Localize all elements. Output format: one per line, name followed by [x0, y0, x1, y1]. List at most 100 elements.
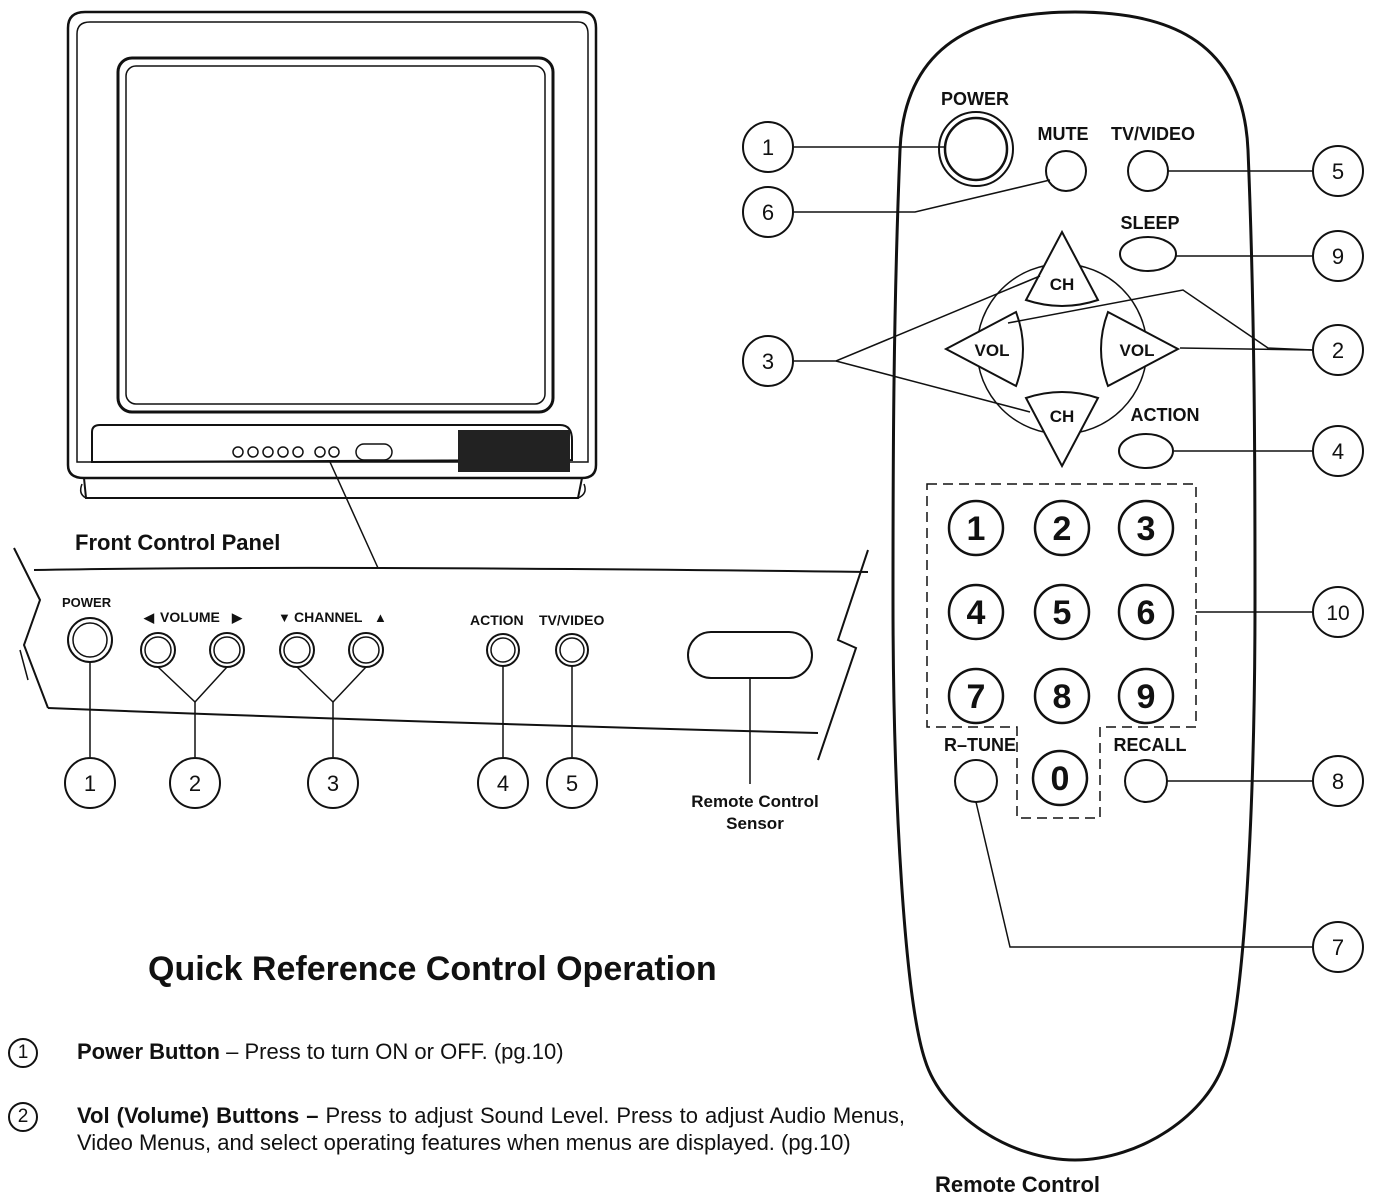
remote-digit-label: 2 — [1053, 510, 1072, 548]
panel-volume-down-button[interactable] — [140, 632, 176, 668]
remote-digit-label: 5 — [1053, 594, 1072, 632]
remote-callout-7: 7 — [1312, 921, 1364, 973]
svg-text:VOL: VOL — [975, 341, 1010, 360]
remote-sensor-caption: Remote Control Sensor — [660, 791, 850, 835]
remote-control-caption: Remote Control — [935, 1172, 1100, 1197]
svg-text:4: 4 — [497, 771, 509, 796]
remote-number-pad: 1 2 3 4 5 6 7 8 9 0 — [947, 499, 1175, 807]
svg-text:CH: CH — [1050, 407, 1075, 426]
svg-text:1: 1 — [84, 771, 96, 796]
remote-callout-9: 9 — [1312, 230, 1364, 282]
remote-digit-3-button[interactable]: 3 — [1117, 499, 1175, 557]
remote-digit-label: 8 — [1053, 678, 1072, 716]
svg-text:5: 5 — [1332, 159, 1344, 184]
remote-digit-label: 6 — [1137, 594, 1156, 632]
page-title: Quick Reference Control Operation — [148, 950, 717, 988]
remote-rtune-button[interactable] — [954, 759, 998, 803]
svg-text:CH: CH — [1050, 275, 1075, 294]
tv-screen — [116, 56, 555, 414]
panel-tvvideo-label: TV/VIDEO — [539, 612, 604, 628]
remote-action-label: ACTION — [1131, 405, 1200, 425]
svg-text:4: 4 — [1332, 439, 1344, 464]
remote-callout-1: 1 — [742, 121, 794, 173]
remote-vol-down-button[interactable]: VOL — [943, 310, 1024, 388]
volume-left-arrow: ◀ — [143, 610, 155, 625]
remote-digit-label: 7 — [967, 678, 986, 716]
remote-callout-8: 8 — [1312, 755, 1364, 807]
panel-volume-up-button[interactable] — [209, 632, 245, 668]
remote-tvvideo-button[interactable] — [1127, 150, 1169, 192]
panel-power-button[interactable] — [67, 617, 113, 663]
remote-rtune-label: R–TUNE — [944, 735, 1016, 755]
volume-right-arrow: ▶ — [231, 610, 243, 625]
tv-speaker-grille — [458, 430, 570, 472]
remote-power-button[interactable] — [938, 111, 1014, 187]
panel-callout-2: 2 — [169, 757, 221, 809]
panel-channel-label: CHANNEL — [294, 609, 363, 625]
remote-digit-label: 9 — [1137, 678, 1156, 716]
svg-text:3: 3 — [327, 771, 339, 796]
panel-tvvideo-button[interactable] — [555, 633, 589, 667]
remote-number-pad-outline — [926, 483, 1197, 819]
panel-channel-down-button[interactable] — [279, 632, 315, 668]
remote-digit-9-button[interactable]: 9 — [1117, 667, 1175, 725]
remote-sleep-button[interactable] — [1119, 236, 1177, 272]
remote-digit-0-button[interactable]: 0 — [1031, 749, 1089, 807]
remote-sensor-caption-line1: Remote Control — [691, 792, 819, 811]
panel-power-label: POWER — [62, 595, 112, 610]
remote-digit-4-button[interactable]: 4 — [947, 583, 1005, 641]
svg-text:9: 9 — [1332, 244, 1344, 269]
svg-text:2: 2 — [1332, 338, 1344, 363]
remote-callout-10: 10 — [1312, 586, 1364, 638]
panel-action-label: ACTION — [470, 612, 524, 628]
remote-ch-up-button[interactable]: CH — [1024, 229, 1100, 307]
remote-callout-4: 4 — [1312, 425, 1364, 477]
remote-digit-label: 0 — [1051, 760, 1070, 798]
svg-text:VOL: VOL — [1120, 341, 1155, 360]
svg-text:1: 1 — [762, 135, 774, 160]
remote-recall-label: RECALL — [1114, 735, 1187, 755]
reference-item-description: – Press to turn ON or OFF. (pg.10) — [220, 1039, 564, 1064]
svg-text:3: 3 — [762, 349, 774, 374]
panel-callout-5: 5 — [546, 757, 598, 809]
reference-item-name: Power Button — [77, 1039, 220, 1064]
svg-text:6: 6 — [762, 200, 774, 225]
panel-volume-label: VOLUME — [160, 609, 220, 625]
remote-callout-6: 6 — [742, 186, 794, 238]
remote-ch-down-button[interactable]: CH — [1024, 391, 1100, 469]
remote-power-label: POWER — [941, 89, 1009, 109]
svg-text:2: 2 — [189, 771, 201, 796]
remote-digit-label: 3 — [1137, 510, 1156, 548]
remote-digit-5-button[interactable]: 5 — [1033, 583, 1091, 641]
remote-control-sensor — [687, 631, 813, 679]
reference-item-name: Vol (Volume) Buttons – — [77, 1103, 319, 1128]
remote-digit-8-button[interactable]: 8 — [1033, 667, 1091, 725]
svg-text:7: 7 — [1332, 935, 1344, 960]
panel-action-button[interactable] — [486, 633, 520, 667]
panel-channel-up-button[interactable] — [348, 632, 384, 668]
remote-digit-label: 4 — [967, 594, 986, 632]
remote-mute-label: MUTE — [1038, 124, 1089, 144]
svg-text:5: 5 — [566, 771, 578, 796]
svg-text:8: 8 — [1332, 769, 1344, 794]
channel-down-arrow: ▼ — [278, 610, 291, 625]
svg-text:10: 10 — [1326, 602, 1349, 625]
remote-callout-2: 2 — [1312, 324, 1364, 376]
front-control-panel: POWER ◀ VOLUME ▶ ▼ CHANNEL ▲ ACTION TV/V… — [13, 547, 869, 809]
remote-recall-button[interactable] — [1124, 759, 1168, 803]
remote-digit-2-button[interactable]: 2 — [1033, 499, 1091, 557]
reference-item-description: Press to adjust Sound Level. Press to ad… — [77, 1103, 905, 1155]
panel-callout-3: 3 — [307, 757, 359, 809]
panel-callout-1: 1 — [64, 757, 116, 809]
remote-digit-7-button[interactable]: 7 — [947, 667, 1005, 725]
remote-mute-button[interactable] — [1045, 150, 1087, 192]
remote-digit-6-button[interactable]: 6 — [1117, 583, 1175, 641]
remote-callout-5: 5 — [1312, 145, 1364, 197]
tv-illustration — [66, 10, 598, 569]
remote-vol-up-button[interactable]: VOL — [1100, 310, 1181, 388]
front-control-panel-caption: Front Control Panel — [75, 530, 281, 555]
remote-action-button[interactable] — [1118, 433, 1174, 469]
remote-digit-1-button[interactable]: 1 — [947, 499, 1005, 557]
